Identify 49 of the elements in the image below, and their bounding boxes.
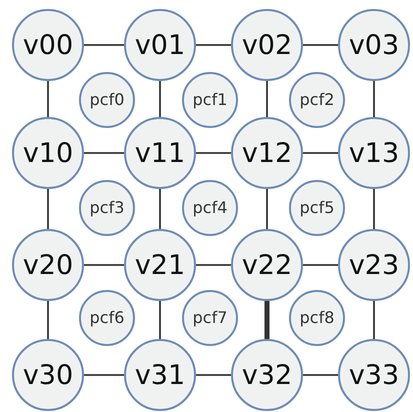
connector-line [373,301,375,339]
connector-line [196,44,231,46]
connector-line [84,264,124,266]
connector-line [373,189,375,229]
node-label: v11 [134,140,186,166]
connector-line [303,152,338,154]
connector-line [266,189,268,229]
node-label: v32 [242,362,292,388]
node-label: pcf7 [192,310,228,326]
connector-line [196,264,231,266]
connector-line [47,81,49,117]
connector-line [159,301,161,339]
connector-line [84,374,124,376]
node-label: v00 [22,32,74,58]
connector-line [303,374,338,376]
connector-line [159,81,161,117]
node-label: v21 [134,252,186,278]
node-label: pcf6 [90,310,124,326]
connector-line [196,374,231,376]
node-label: pcf0 [90,92,124,108]
connector-line [196,152,231,154]
connector-line [159,189,161,229]
node-label: v30 [22,362,74,388]
connector-line [264,301,270,339]
node-label: pcf1 [192,92,228,108]
node-label: v31 [134,362,186,388]
node-label: v12 [242,140,292,166]
connector-line [373,81,375,117]
connector-line [84,44,124,46]
connector-line [303,264,338,266]
node-label: pcf4 [192,200,228,216]
node-label: v23 [348,252,400,278]
node-label: pcf8 [300,310,334,326]
node-label: v02 [242,32,292,58]
connector-line [84,152,124,154]
node-label: v22 [242,252,292,278]
connector-line [303,44,338,46]
connector-line [47,301,49,339]
connector-line [47,189,49,229]
node-label: v20 [22,252,74,278]
node-label: v10 [22,140,74,166]
connector-line [266,81,268,117]
node-label: v33 [348,362,400,388]
node-label: v01 [134,32,186,58]
node-label: pcf5 [300,200,334,216]
node-label: pcf3 [90,200,124,216]
node-label: pcf2 [300,92,334,108]
node-label: v13 [348,140,400,166]
node-label: v03 [348,32,400,58]
